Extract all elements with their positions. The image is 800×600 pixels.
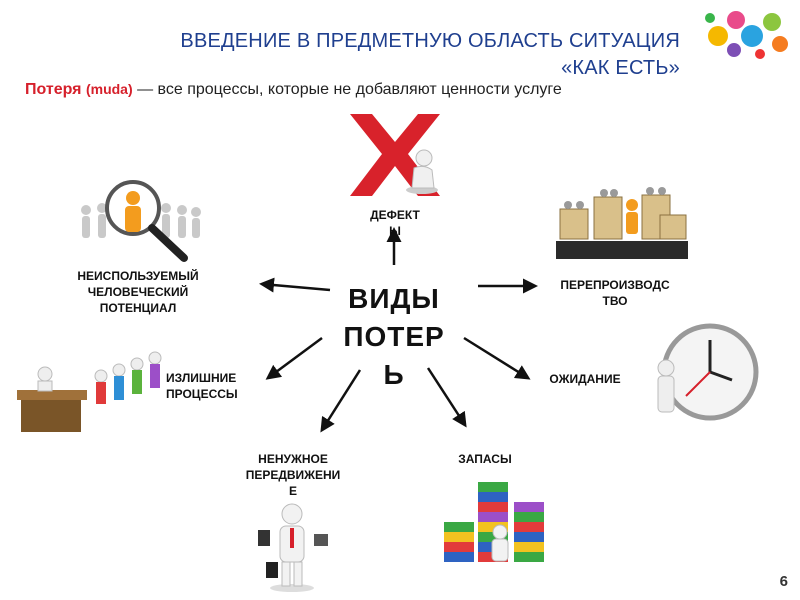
desk-queue-icon bbox=[17, 351, 162, 432]
node-motion-line2: ПЕРЕДВИЖЕНИ bbox=[245, 468, 341, 482]
node-motion-line1: НЕНУЖНОЕ bbox=[258, 452, 328, 466]
node-defects-line2: Ы bbox=[389, 224, 401, 238]
arrow-to-inventory bbox=[426, 367, 467, 428]
defects-x-icon bbox=[350, 114, 440, 196]
node-human-line2: ЧЕЛОВЕЧЕСКИЙ bbox=[87, 285, 189, 299]
page-title: ВВЕДЕНИЕ В ПРЕДМЕТНУЮ ОБЛАСТЬ СИТУАЦИЯ «… bbox=[120, 28, 680, 82]
page-number: 6 bbox=[779, 573, 788, 590]
node-inventory-label: ЗАПАСЫ bbox=[458, 452, 512, 466]
node-waiting-label: ОЖИДАНИЕ bbox=[549, 372, 621, 386]
node-motion-line3: Е bbox=[288, 484, 297, 498]
node-human-line1: НЕИСПОЛЬЗУЕМЫЙ bbox=[77, 269, 199, 283]
node-overprod-line1: ПЕРЕПРОИЗВОДС bbox=[560, 278, 670, 292]
center-line3: Ь bbox=[383, 359, 405, 390]
conveyor-boxes-icon bbox=[556, 187, 688, 259]
arrow-to-waiting bbox=[463, 336, 531, 380]
busy-person-icon bbox=[258, 503, 328, 592]
arrow-to-motion bbox=[320, 369, 362, 433]
magnifier-people-icon bbox=[81, 180, 201, 262]
node-processes-line1: ИЗЛИШНИЕ bbox=[166, 371, 237, 385]
arrow-to-human-potential bbox=[259, 277, 331, 293]
node-inventory: ЗАПАСЫ bbox=[440, 451, 530, 467]
center-line1: ВИДЫ bbox=[348, 283, 440, 314]
definition-term: Потеря bbox=[25, 81, 82, 98]
center-line2: ПОТЕР bbox=[343, 321, 445, 352]
logo-icon bbox=[705, 11, 788, 59]
node-processes: ИЗЛИШНИЕ ПРОЦЕССЫ bbox=[166, 370, 261, 402]
node-processes-line2: ПРОЦЕССЫ bbox=[166, 387, 238, 401]
node-overproduction: ПЕРЕПРОИЗВОДС ТВО bbox=[535, 277, 695, 309]
page-title-line1: ВВЕДЕНИЕ В ПРЕДМЕТНУЮ ОБЛАСТЬ СИТУАЦИЯ bbox=[180, 30, 680, 52]
center-label: ВИДЫ ПОТЕР Ь bbox=[336, 280, 452, 394]
binders-icon bbox=[444, 482, 544, 562]
definition-text: Потеря (muda) — все процессы, которые не… bbox=[25, 77, 675, 102]
definition-body: — все процессы, которые не добавляют цен… bbox=[132, 81, 562, 98]
node-human-line3: ПОТЕНЦИАЛ bbox=[99, 301, 177, 315]
clock-icon bbox=[657, 323, 759, 421]
arrow-to-processes bbox=[265, 336, 323, 380]
node-waiting: ОЖИДАНИЕ bbox=[535, 371, 635, 387]
node-defects: ДЕФЕКТ Ы bbox=[350, 207, 440, 239]
node-defects-line1: ДЕФЕКТ bbox=[370, 208, 420, 222]
node-motion: НЕНУЖНОЕ ПЕРЕДВИЖЕНИ Е bbox=[238, 451, 348, 499]
node-human-potential: НЕИСПОЛЬЗУЕМЫЙ ЧЕЛОВЕЧЕСКИЙ ПОТЕНЦИАЛ bbox=[58, 268, 218, 316]
definition-term-en: (muda) bbox=[85, 81, 133, 97]
page-title-line2: «КАК ЕСТЬ» bbox=[561, 57, 680, 79]
node-overprod-line2: ТВО bbox=[602, 294, 628, 308]
